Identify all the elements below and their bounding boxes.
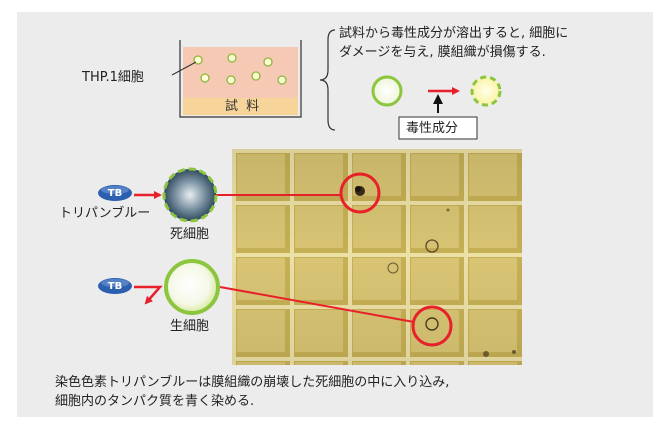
live-cell-label: 生細胞 xyxy=(170,319,210,334)
tb-text-top: TB xyxy=(107,188,123,199)
tb-badge-bottom xyxy=(98,278,132,294)
microscope-image xyxy=(232,149,522,365)
rejected-arrow xyxy=(134,285,163,305)
description-line1: 試料から毒性成分が溶出すると, 細胞に xyxy=(339,26,569,41)
live-cell xyxy=(164,259,220,315)
dead-cell-highlight xyxy=(339,172,381,214)
toxic-component-label: 毒性成分 xyxy=(406,121,459,136)
caption-line1: 染色色素トリパンブルーは膜組織の崩壊した死細胞の中に入り込み, xyxy=(55,375,450,390)
thp1-label: THP.1細胞 xyxy=(82,70,144,85)
description-line2: ダメージを与え, 膜組織が損傷する. xyxy=(339,45,546,60)
brace xyxy=(319,29,336,131)
dead-cell xyxy=(162,167,218,223)
live-cell-highlight xyxy=(411,305,453,347)
toxic-box xyxy=(398,116,478,140)
caption-line2: 細胞内のタンパク質を青く染める. xyxy=(55,394,255,409)
trypan-blue-label: トリパンブルー xyxy=(59,206,151,221)
tb-text-bottom: TB xyxy=(107,281,123,292)
sample-label: 試 料 xyxy=(225,99,262,114)
damaged-cell-small xyxy=(470,75,502,107)
tb-badge-top xyxy=(98,185,132,201)
live-connector xyxy=(219,286,415,323)
healthy-cell-small xyxy=(371,75,403,107)
culture-well xyxy=(171,40,302,118)
dead-cell-label: 死細胞 xyxy=(170,227,210,242)
